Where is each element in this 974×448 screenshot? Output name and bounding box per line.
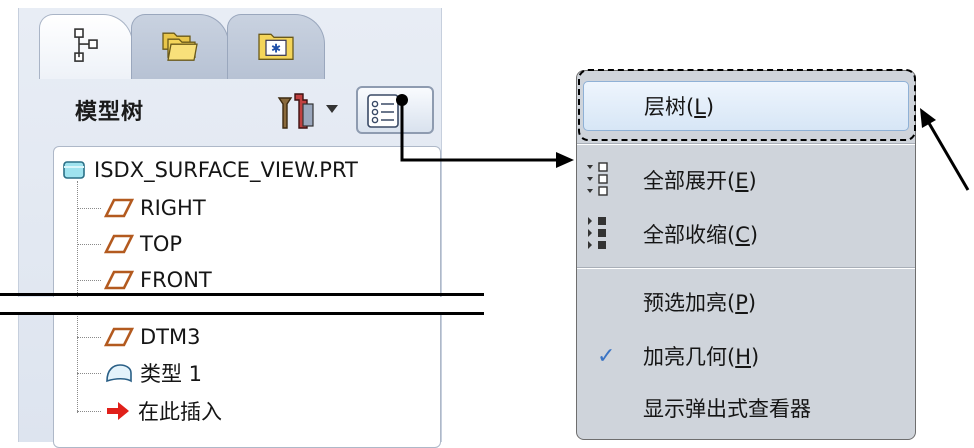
tree-item-label: 类型 1 [140,362,203,386]
tree-connector [77,244,101,245]
callout-line [400,100,560,162]
surface-icon [106,364,132,383]
collapse-all-icon [588,217,606,249]
callout-line [924,117,970,191]
favorites-tab-icon: ✱ [258,33,294,60]
menu-item-expand-all[interactable]: 全部展开(E) [577,157,915,203]
menu-item-label: 全部收缩(C) [643,223,759,247]
tree-connector [77,373,101,374]
checkmark-icon: ✓ [597,343,616,369]
folder-browser-tab-icon [162,32,198,61]
tree-item-label: RIGHT [140,196,206,220]
menu-item-label: 显示弹出式查看器 [643,397,811,421]
tree-item-label: ISDX_SURFACE_VIEW.PRT [94,158,358,182]
tree-item-root[interactable]: ISDX_SURFACE_VIEW.PRT [62,153,358,187]
tree-item-top[interactable]: TOP [104,227,182,261]
list-icon [367,94,399,128]
part-icon [63,161,85,179]
tree-item-dtm3[interactable]: DTM3 [104,320,200,354]
tree-connector [77,280,101,281]
chevron-down-icon [326,105,338,113]
tree-item-label: FRONT [140,268,212,292]
menu-item-show-popup-viewer[interactable]: 显示弹出式查看器 [577,385,915,431]
menu-item-preselect-highlight[interactable]: 预选加亮(P) [577,279,915,325]
callout-arrowhead [556,152,574,168]
menu-item-label: 层树(L) [644,95,715,119]
tree-item-label: TOP [140,232,183,256]
tree-item-label: 在此插入 [138,400,222,424]
tree-connector [77,411,101,412]
break-line-top [0,293,484,296]
model-tree-tab-icon [74,28,98,62]
tree-connector [77,337,101,338]
callout-arrowhead [920,108,936,128]
tree-connector [77,208,101,209]
tools-icon [277,93,314,129]
tree-item-front[interactable]: FRONT [104,263,212,297]
tab-model-tree[interactable] [39,14,133,79]
menu-item-highlight-geometry[interactable]: ✓ 加亮几何(H) [577,333,915,379]
show-menu-button[interactable] [356,86,434,134]
datum-plane-icon [104,327,134,347]
settings-dropdown-button[interactable] [273,90,345,130]
menu-item-layer-tree[interactable]: 层树(L) [583,81,909,131]
menu-item-label: 预选加亮(P) [643,291,757,315]
menu-item-collapse-all[interactable]: 全部收缩(C) [577,211,915,257]
datum-plane-icon [104,270,134,290]
menu-item-label: 加亮几何(H) [643,345,760,369]
tab-favorites[interactable]: ✱ [227,14,325,79]
context-menu: 层树(L) 全部展开(E) 全部收缩(C) 预选加亮(P) ✓ 加亮几何(H) … [576,70,916,440]
menu-separator [577,267,915,269]
svg-text:✱: ✱ [271,41,281,55]
tree-item-insert-here[interactable]: 在此插入 [104,394,222,428]
menu-item-label: 全部展开(E) [643,169,757,193]
tree-item-right[interactable]: RIGHT [104,191,206,225]
insert-arrow-icon [107,402,129,420]
tree-item-type[interactable]: 类型 1 [104,356,202,390]
datum-plane-icon [104,198,134,218]
tab-folder-browser[interactable] [131,14,229,79]
model-tree-title: 模型树 [75,99,145,125]
expand-all-icon [587,162,608,196]
tree-break-gap [0,297,484,314]
tree-item-label: DTM3 [140,325,201,349]
menu-separator [577,143,915,145]
break-line-bottom [0,312,484,315]
datum-plane-icon [104,234,134,254]
